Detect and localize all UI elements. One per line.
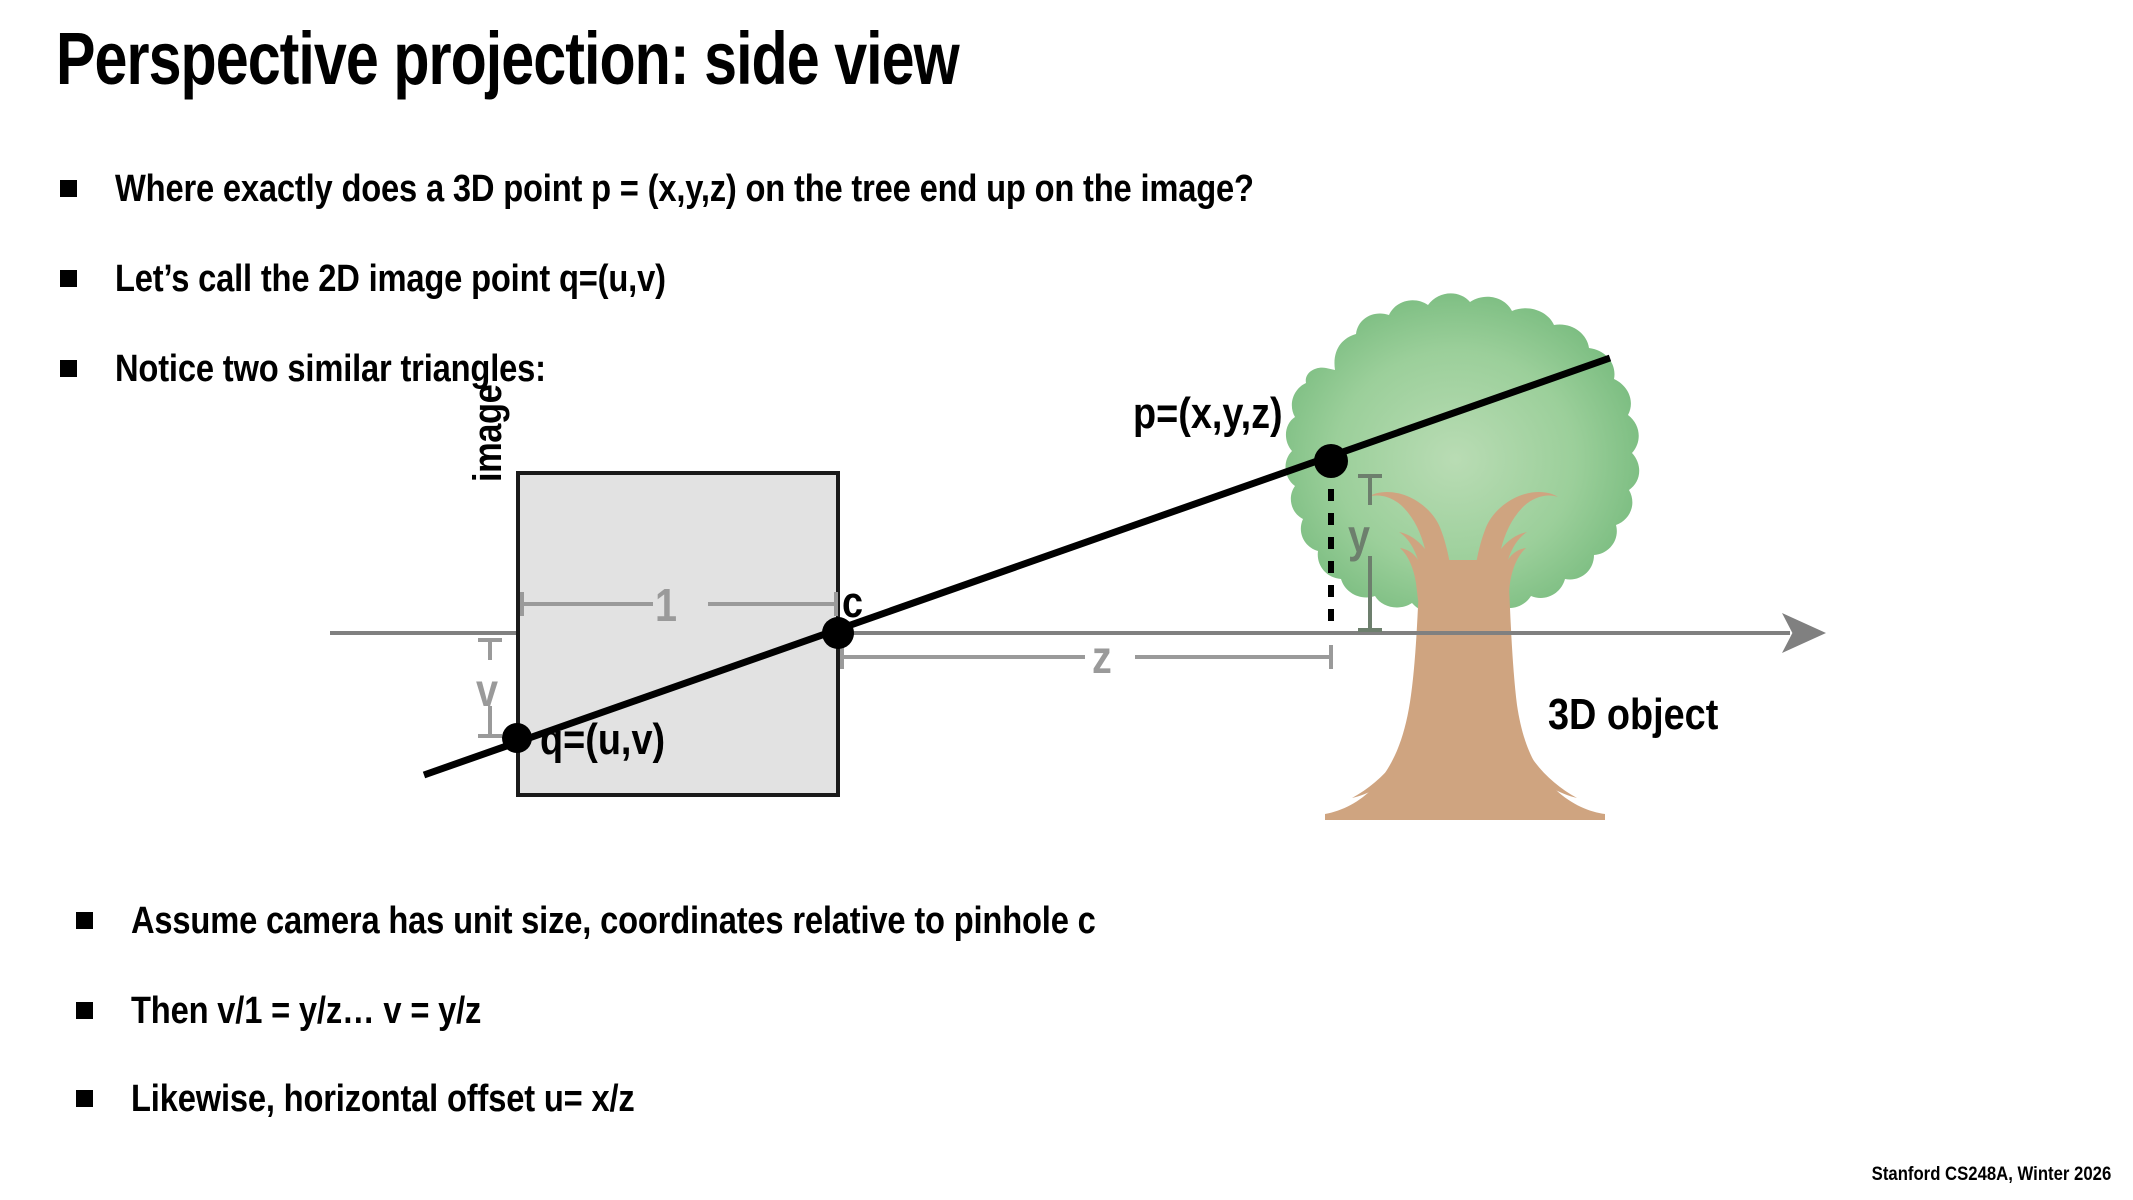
world-point-label: p=(x,y,z) bbox=[1133, 389, 1283, 438]
unit-width-dimension bbox=[520, 592, 838, 616]
tree-roots-icon bbox=[1352, 745, 1577, 798]
image-plane-label: image bbox=[466, 384, 510, 482]
tree-illustration bbox=[1285, 293, 1640, 820]
bullet-square-icon bbox=[60, 360, 77, 377]
image-point-q bbox=[502, 723, 532, 753]
bullet-label: Likewise, horizontal offset u= x/z bbox=[131, 1078, 635, 1120]
bullet-item-u-formula: Likewise, horizontal offset u= x/z bbox=[76, 1078, 716, 1121]
bullet-item-v-formula: Then v/1 = y/z… v = y/z bbox=[76, 990, 538, 1033]
v-offset-label: v bbox=[476, 664, 499, 716]
unit-width-label: 1 bbox=[655, 579, 678, 631]
bullet-item-where-point: Where exactly does a 3D point p = (x,y,z… bbox=[60, 168, 1439, 211]
bullet-item-unit-size: Assume camera has unit size, coordinates… bbox=[76, 900, 1253, 943]
bullet-square-icon bbox=[60, 180, 77, 197]
bullet-square-icon bbox=[76, 1090, 93, 1107]
bullet-square-icon bbox=[76, 1002, 93, 1019]
bullet-item-image-point: Let’s call the 2D image point q=(u,v) bbox=[60, 258, 755, 301]
tree-branch-right-icon bbox=[1471, 491, 1558, 600]
bullet-square-icon bbox=[60, 270, 77, 287]
bullet-label: Where exactly does a 3D point p = (x,y,z… bbox=[115, 168, 1254, 210]
bullet-label: Assume camera has unit size, coordinates… bbox=[131, 900, 1096, 942]
world-point-p bbox=[1314, 444, 1348, 478]
y-height-label: y bbox=[1348, 510, 1371, 562]
pinhole-label: c bbox=[842, 578, 864, 627]
bullet-item-similar-triangles: Notice two similar triangles: bbox=[60, 348, 616, 391]
image-point-label: q=(u,v) bbox=[540, 715, 666, 764]
z-dimension bbox=[840, 645, 1333, 669]
page-title: Perspective projection: side view bbox=[56, 17, 960, 100]
tree-foliage-icon bbox=[1285, 293, 1640, 613]
z-depth-label: z bbox=[1092, 631, 1112, 683]
tree-trunk-icon bbox=[1368, 491, 1455, 600]
projection-ray-line bbox=[422, 354, 1612, 779]
bullet-label: Then v/1 = y/z… v = y/z bbox=[131, 990, 482, 1032]
bullet-label: Let’s call the 2D image point q=(u,v) bbox=[115, 258, 666, 300]
bullet-square-icon bbox=[76, 912, 93, 929]
object-label: 3D object bbox=[1548, 690, 1719, 739]
slide-footer: Stanford CS248A, Winter 2026 bbox=[1871, 1164, 2111, 1185]
